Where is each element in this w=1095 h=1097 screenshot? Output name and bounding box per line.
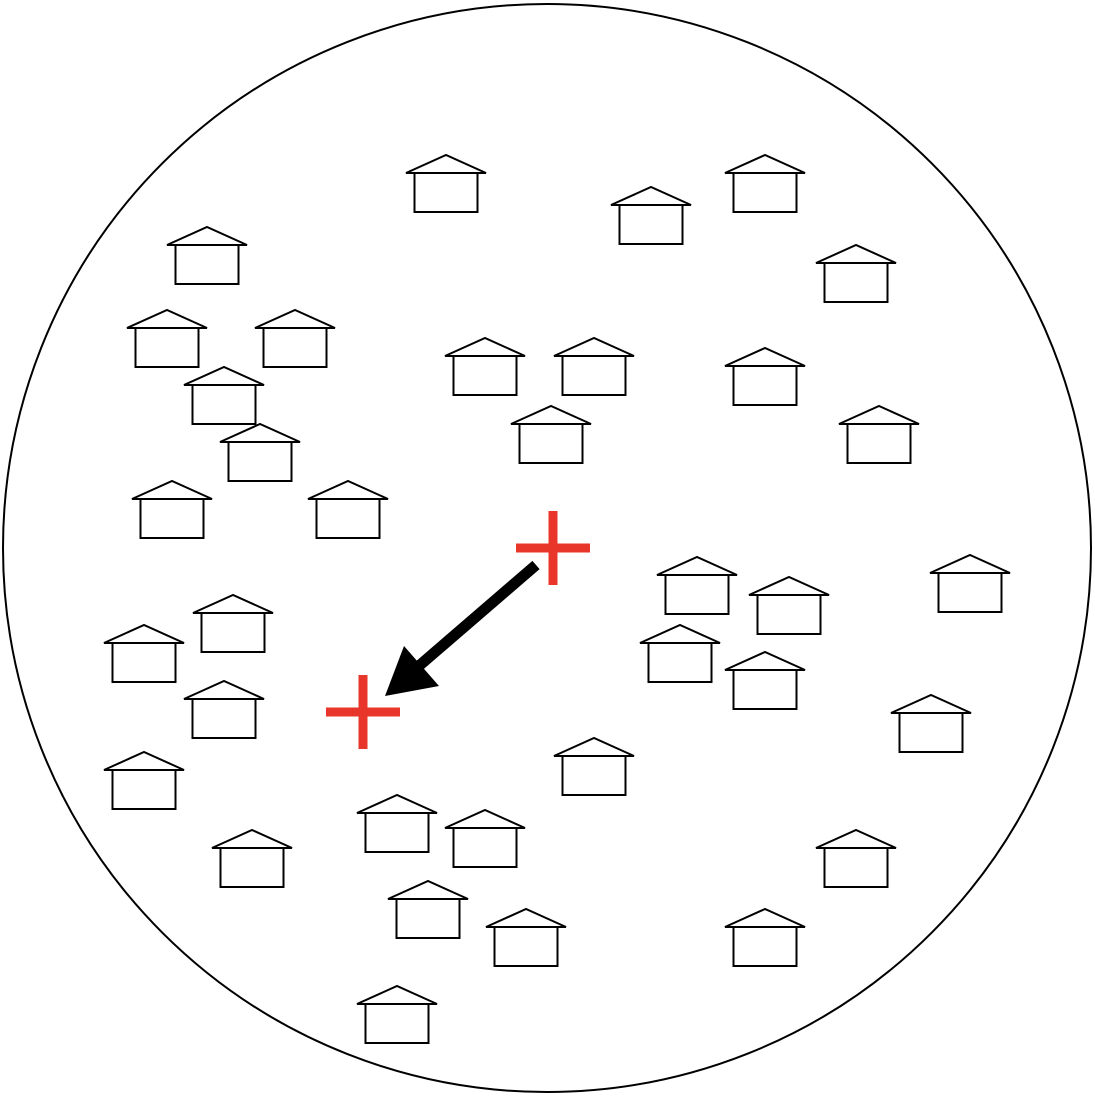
house-icon bbox=[656, 556, 738, 615]
house-icon bbox=[211, 829, 293, 888]
house-icon bbox=[890, 694, 972, 753]
arrow-head bbox=[385, 646, 439, 696]
house-icon bbox=[166, 226, 248, 285]
house-icon bbox=[724, 154, 806, 213]
house-icon bbox=[510, 405, 592, 464]
house-icon bbox=[444, 337, 526, 396]
house-icon bbox=[724, 651, 806, 710]
house-icon bbox=[724, 347, 806, 406]
house-icon bbox=[485, 908, 567, 967]
boundary-circle bbox=[2, 3, 1092, 1093]
house-icon bbox=[815, 829, 897, 888]
house-icon bbox=[103, 751, 185, 810]
house-icon bbox=[254, 309, 336, 368]
house-icon bbox=[838, 405, 920, 464]
house-icon bbox=[192, 594, 274, 653]
start-marker bbox=[516, 511, 590, 585]
shift-arrow bbox=[385, 560, 540, 696]
house-icon bbox=[444, 809, 526, 868]
house-icon bbox=[610, 186, 692, 245]
house-icon bbox=[724, 908, 806, 967]
house-icon bbox=[639, 624, 721, 683]
houses-group bbox=[103, 154, 1011, 1044]
house-icon bbox=[126, 309, 208, 368]
end-marker bbox=[326, 675, 400, 749]
house-icon bbox=[307, 480, 389, 539]
house-icon bbox=[356, 985, 438, 1044]
house-icon bbox=[183, 366, 265, 425]
house-icon bbox=[131, 480, 213, 539]
house-icon bbox=[929, 554, 1011, 613]
house-icon bbox=[405, 154, 487, 213]
house-icon bbox=[748, 576, 830, 635]
arrow-shaft bbox=[416, 560, 540, 670]
house-icon bbox=[553, 337, 635, 396]
house-icon bbox=[553, 737, 635, 796]
house-icon bbox=[815, 244, 897, 303]
house-icon bbox=[356, 794, 438, 853]
house-icon bbox=[219, 423, 301, 482]
house-icon bbox=[387, 880, 469, 939]
house-icon bbox=[103, 624, 185, 683]
house-icon bbox=[183, 680, 265, 739]
